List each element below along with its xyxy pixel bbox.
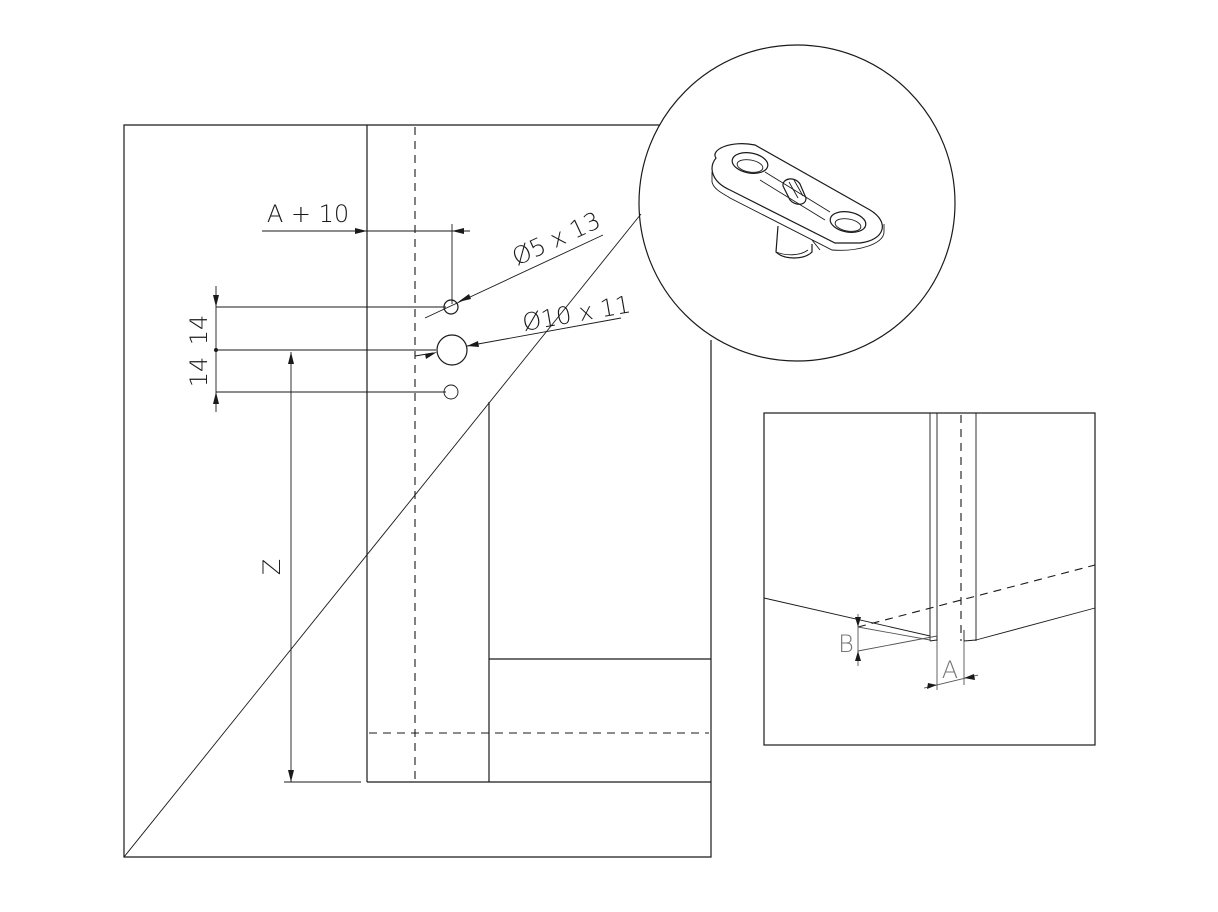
hole-small-top: [443, 299, 459, 315]
hole-small-bottom: [443, 384, 459, 400]
hole-large-middle: [436, 334, 468, 366]
label-a-plus-10: A + 10: [267, 200, 349, 228]
connector-fitting-icon: [711, 143, 885, 259]
label-detail-b: B: [838, 630, 854, 658]
dimension-a-plus-10: A + 10: [262, 200, 470, 304]
label-spacing-top: 14: [185, 315, 213, 346]
label-hole-large: Ø10 x 11: [520, 290, 633, 337]
main-elevation-view: [123, 124, 712, 858]
dimension-hole-spacing: 14 14: [185, 286, 446, 412]
label-hole-small: Ø5 x 13: [508, 206, 605, 271]
section-detail-frame: [763, 412, 1096, 746]
label-height-z: Z: [258, 559, 286, 575]
diagonal-construction-line: [123, 213, 642, 858]
dimension-height-z: Z: [258, 352, 361, 783]
section-detail-view: B A: [763, 412, 1096, 746]
label-spacing-bottom: 14: [185, 357, 213, 388]
label-detail-a: A: [942, 656, 958, 684]
fitting-detail-circle: [638, 44, 956, 362]
